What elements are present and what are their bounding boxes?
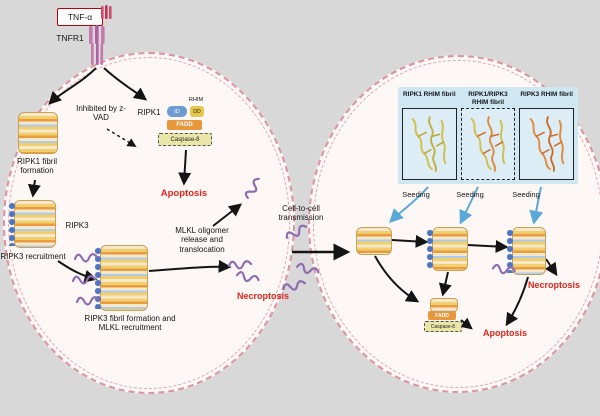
ripk3-dots-icon [8,202,16,246]
necroptosis-label-right: Necroptosis [527,280,580,290]
panel-ripk1-ripk3-title: RIPK1/RIPK3 RHIM fibril [468,91,508,106]
tnfr1-receptor-icon [89,25,105,65]
complex-fibril-icon [430,298,458,312]
seeding-label-1: Seeding [402,190,430,199]
panel-ripk1-structure-box [402,108,457,180]
seeding-label-2: Seeding [456,190,484,199]
panel-ripk3-title: RIPK3 RHIM fibril [520,91,573,98]
seeding-label-3: Seeding [512,190,540,199]
necroptosis-label-left: Necroptosis [236,291,289,301]
ripk1-fibril-label: RIPK1 fibril formation [16,157,57,176]
ripk3-dots-icon [426,229,434,269]
caspase8-box: Caspase-8 [158,133,212,146]
ripk3-recruitment-label: RIPK3 recruitment [0,252,66,261]
rhim-fibril-structure-panel: RIPK1 RHIM fibril RIPK1/RIPK3 RHIM fibri… [398,87,578,184]
tnf-ligand-icon [101,5,112,19]
caspase8-box-right: Caspase-8 [424,321,462,332]
mlkl-oligomer-icon [285,224,308,239]
ripk3-dots-icon [94,247,102,309]
seeded-ripk1-fibril [356,227,392,255]
ripk3-mlkl-fibril [94,245,148,311]
apoptosis-label-left: Apoptosis [160,188,208,199]
ripk3-label: RIPK3 [65,221,89,230]
mlkl-oligomer-icon [228,260,253,270]
fadd-box-right: FADD [428,311,456,320]
mlkl-release-label: MLKL oligomer release and translocation [175,226,229,254]
ripk3-fibril-mlkl-label: RIPK3 fibril formation and MLKL recruitm… [84,314,176,333]
seeded-ripk3-fibril [506,227,546,275]
tnfr1-label: TNFR1 [56,33,84,43]
rhim-domain-label: RHIM [188,97,204,103]
tnf-alpha-box: TNF-α [57,8,103,26]
fadd-box: FADD [167,120,202,130]
ripk1-ripk3-fibril [8,200,56,248]
mlkl-oligomer-icon [74,253,99,263]
ripk1-ripk3-fibril-sketch [470,116,506,172]
mlkl-oligomer-icon [76,296,101,306]
mlkl-oligomer-icon [282,280,306,291]
mlkl-oligomer-icon [244,177,260,200]
panel-ripk1-title: RIPK1 RHIM fibril [403,91,456,98]
ripk3-dots-icon [506,229,514,273]
ripk1-id-domain: ID [167,106,187,117]
panel-ripk1-ripk3-structure-box [460,108,516,180]
cell-to-cell-transmission-label: Cell-to-cell transmission [278,204,324,223]
panel-ripk1-ripk3-fibril: RIPK1/RIPK3 RHIM fibril [460,91,516,180]
ripk3-fibril-sketch [529,116,564,172]
panel-ripk1-fibril: RIPK1 RHIM fibril [402,91,457,180]
seeded-ripk1-ripk3-fibril [426,227,468,271]
ripk1-label: RIPK1 [137,108,161,117]
apoptosis-label-right: Apoptosis [483,328,527,338]
mlkl-oligomer-icon [235,271,260,283]
ripk1-dd-domain: DD [190,106,204,117]
panel-ripk3-fibril: RIPK3 RHIM fibril [519,91,575,180]
mlkl-oligomer-icon [491,263,516,275]
panel-ripk3-structure-box [519,108,575,180]
zvad-inhibition-label: Inhibited by z-VAD [76,104,126,123]
mlkl-oligomer-icon [295,262,320,274]
mlkl-oligomer-icon [72,275,97,285]
ripk1-fibril-sketch [412,116,447,172]
ripk1-fibril [18,112,58,154]
